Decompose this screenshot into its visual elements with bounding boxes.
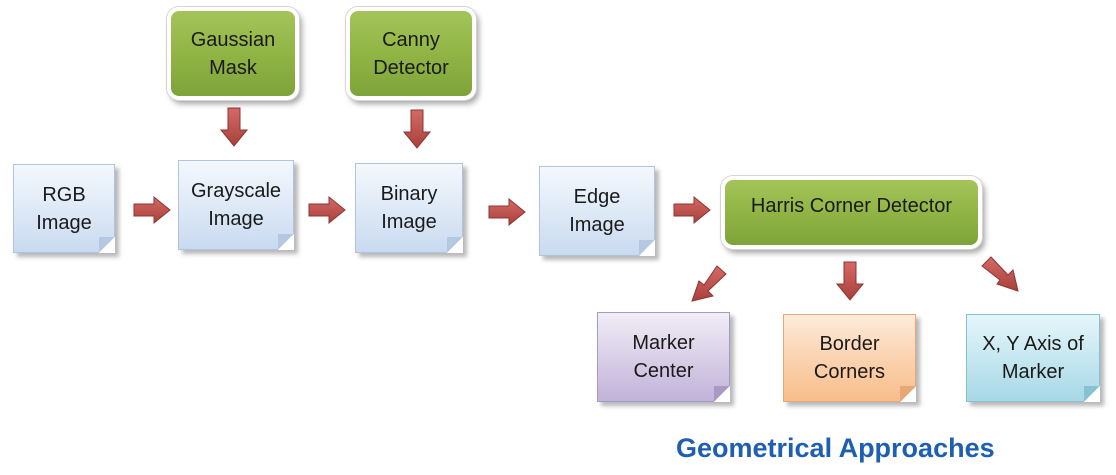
xy-axis-of-marker-label: X, Y Axis of Marker [982, 333, 1084, 383]
gaussian-mask-box: Gaussian Mask [167, 7, 299, 100]
harris-corner-detector-label: Harris Corner Detector [750, 195, 953, 217]
binary-image-label: Binary Image [380, 183, 438, 233]
rgb-image-label: RGB Image [36, 183, 92, 234]
marker-center-box: Marker Center [597, 312, 730, 402]
border-corners-box: Border Corners [783, 314, 916, 402]
arrow-harris-to-xy-axis [981, 256, 1019, 292]
arrow-gaussian-to-grayscale [219, 107, 249, 147]
rgb-image-box: RGB Image [13, 164, 115, 253]
canny-detector-label: Canny Detector [373, 28, 449, 79]
arrow-harris-to-border [835, 261, 865, 301]
marker-center-label: Marker Center [632, 332, 695, 382]
edge-image-box: Edge Image [539, 166, 655, 256]
arrow-edge-to-harris [673, 195, 711, 225]
canny-detector-box: Canny Detector [346, 7, 476, 100]
arrow-rgb-to-grayscale [133, 195, 171, 225]
gaussian-mask-label: Gaussian Mask [190, 28, 276, 79]
grayscale-image-box: Grayscale Image [178, 160, 294, 250]
arrow-binary-to-edge [488, 197, 526, 227]
grayscale-image-label: Grayscale Image [190, 180, 282, 230]
xy-axis-of-marker-box: X, Y Axis of Marker [966, 314, 1100, 402]
arrow-harris-to-marker-center [691, 265, 727, 302]
harris-corner-detector-box: Harris Corner Detector [721, 176, 982, 249]
arrow-grayscale-to-binary [308, 195, 346, 225]
geometrical-approaches-title: Geometrical Approaches [676, 433, 995, 463]
binary-image-box: Binary Image [355, 163, 463, 253]
edge-image-label: Edge Image [569, 186, 625, 236]
arrow-canny-to-binary [402, 109, 432, 149]
border-corners-label: Border Corners [813, 333, 886, 383]
